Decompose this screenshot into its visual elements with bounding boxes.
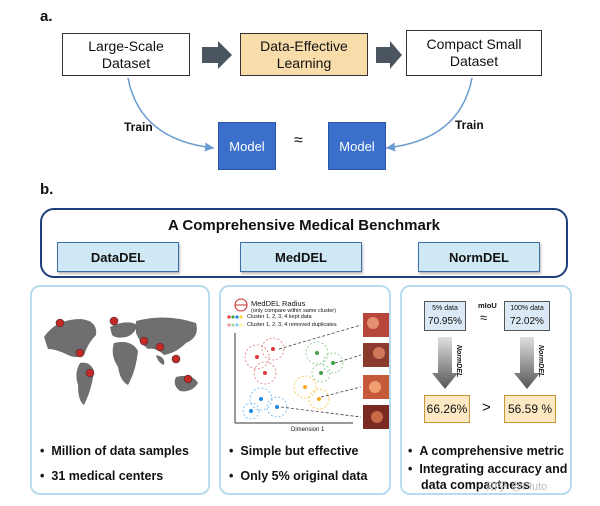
model-box-right: Model (328, 122, 386, 170)
normdel-bullet-1: A comprehensive metric (408, 444, 564, 458)
compact-line1: Compact Small (426, 36, 522, 52)
meddel-legend-kept: Cluster 1, 2, 3, 4 kept data (247, 314, 312, 320)
train-label-right: Train (455, 118, 484, 132)
tag-datadel: DataDEL (57, 242, 179, 272)
normdel-arrow-label-right: NormDEL (537, 345, 544, 378)
train-curve-left (127, 77, 215, 152)
five-percent-box: 5% data 70.95% (424, 301, 466, 331)
normdel-left-result: 66.26% (424, 395, 470, 423)
greater-than-sign: > (482, 399, 491, 416)
hundred-percent-box: 100% data 72.02% (504, 301, 550, 331)
meddel-axis-x-label: Dimension 1 (291, 427, 325, 433)
tag-meddel: MedDEL (240, 242, 362, 272)
data-effective-learning-box: Data-Effective Learning (240, 33, 368, 76)
normdel-arrow-label-left: NormDEL (455, 345, 462, 378)
benchmark-frame: A Comprehensive Medical Benchmark (40, 208, 568, 278)
datadel-card: Million of data samples 31 medical cente… (30, 285, 210, 495)
large-scale-dataset-box: Large-Scale Dataset (62, 33, 190, 76)
del-line2: Learning (276, 54, 332, 71)
meddel-bullet-2: Only 5% original data (229, 469, 367, 483)
normdel-bullet-2-cont: data compactness (421, 478, 531, 492)
meddel-legend-title: MedDEL Radius (251, 299, 306, 308)
normdel-right-result: 56.59 % (504, 395, 556, 423)
five-percent-label: 5% data (432, 305, 458, 312)
normdel-arrow-left (432, 337, 458, 389)
five-percent-value: 70.95% (428, 316, 462, 327)
normdel-arrow-right (514, 337, 540, 389)
datadel-bullet-2: 31 medical centers (40, 469, 163, 483)
watermark: 知乎 @Pluto (486, 481, 548, 493)
meddel-card: MedDEL Radius (only compare within same … (219, 285, 391, 495)
compact-small-dataset-box: Compact Small Dataset (406, 30, 542, 76)
compact-line2: Dataset (449, 53, 499, 69)
normdel-card: 5% data 70.95% mIoU ≈ 100% data 72.02% N… (400, 285, 572, 495)
world-map-image (44, 316, 198, 405)
large-dataset-line2: Dataset (101, 54, 151, 71)
block-arrow-2 (376, 41, 402, 69)
miou-approx: ≈ (480, 310, 488, 325)
hundred-percent-label: 100% data (510, 305, 544, 312)
train-label-left: Train (124, 120, 153, 134)
meddel-legend-sub: (only compare within same cluster) (251, 308, 336, 314)
panel-b-label: b. (40, 181, 54, 198)
tag-normdel: NormDEL (418, 242, 540, 272)
hundred-percent-value: 72.02% (510, 316, 544, 327)
panel-a-label: a. (40, 8, 53, 25)
normdel-arrows (432, 337, 540, 389)
meddel-scatter-figure (227, 298, 389, 429)
block-arrow-1 (202, 41, 232, 69)
meddel-bullet-1: Simple but effective (229, 444, 358, 458)
normdel-bullet-2: Integrating accuracy and (408, 462, 567, 476)
miou-label: mIoU (478, 301, 497, 310)
meddel-legend-removed: Cluster 1, 2, 3, 4 removed duplicates (247, 322, 337, 328)
benchmark-title: A Comprehensive Medical Benchmark (167, 217, 441, 234)
endoscopy-thumbnails (363, 313, 389, 429)
del-line1: Data-Effective (260, 37, 348, 54)
large-dataset-line1: Large-Scale (88, 37, 164, 54)
panel-a-connectors (127, 41, 473, 152)
approx-sign: ≈ (294, 132, 303, 149)
train-curve-right (385, 77, 473, 152)
datadel-bullet-1: Million of data samples (40, 444, 189, 458)
model-box-left: Model (218, 122, 276, 170)
